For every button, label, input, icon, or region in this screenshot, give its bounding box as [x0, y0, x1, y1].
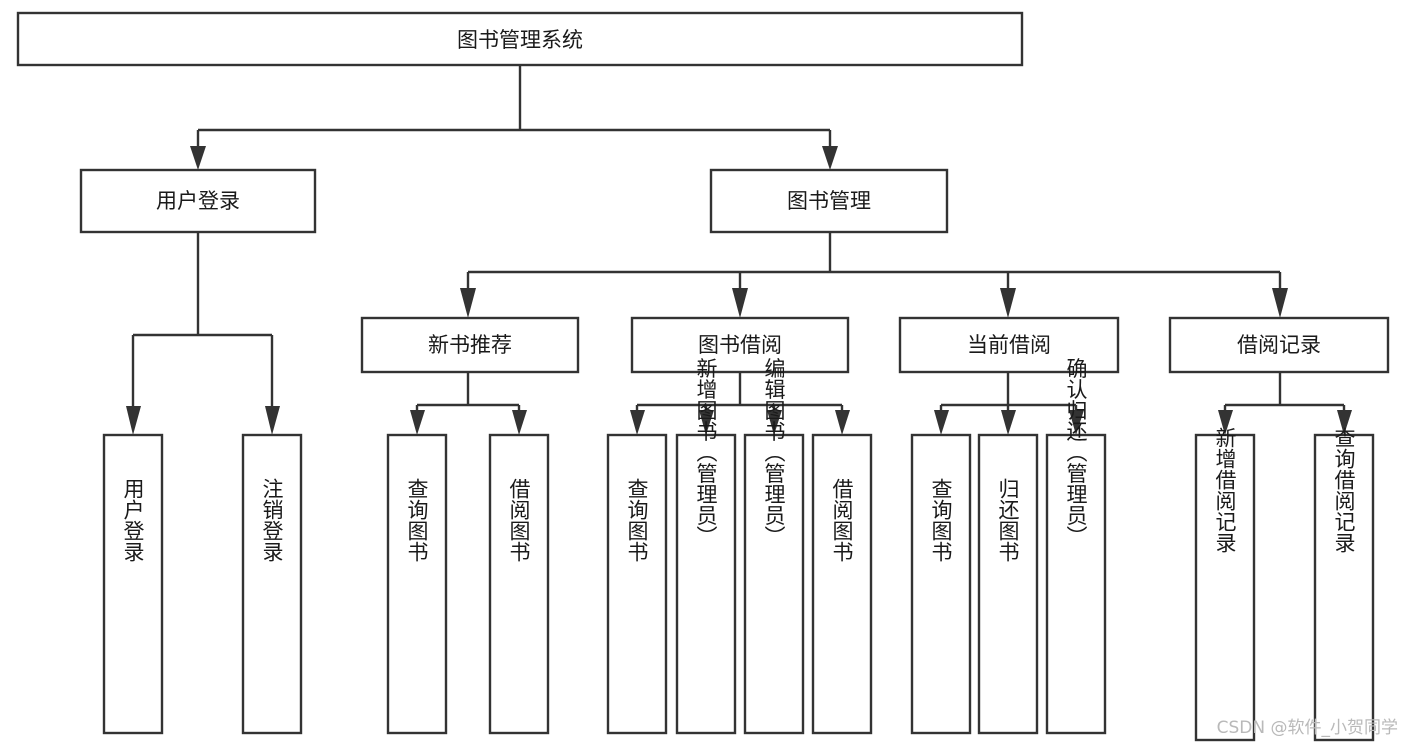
leaf-book-borrow-0[interactable]: 查询图书 [606, 433, 668, 735]
arrow-head-icon [835, 410, 850, 435]
arrow-head-icon [512, 410, 527, 435]
node-box[interactable] [1045, 433, 1107, 735]
node-box[interactable] [743, 433, 805, 735]
leaf-current-borrow-1[interactable]: 归还图书 [977, 433, 1039, 735]
node-box[interactable] [1194, 433, 1256, 742]
connector-current-borrow-to-leaves [934, 372, 1084, 435]
node-label: 用户登录 [121, 478, 145, 562]
node-label: 当前借阅 [967, 333, 1051, 357]
node-box[interactable] [102, 433, 164, 735]
arrow-head-icon [1000, 288, 1016, 318]
arrow-head-icon [630, 410, 645, 435]
node-box[interactable] [606, 433, 668, 735]
node-box[interactable] [811, 433, 873, 735]
node-box[interactable] [1313, 433, 1375, 742]
node-label: 借阅图书 [507, 478, 531, 562]
node-book-borrow[interactable]: 图书借阅 [630, 316, 850, 374]
arrow-head-icon [1337, 410, 1352, 435]
arrow-head-icon [732, 288, 748, 318]
arrow-head-icon [460, 288, 476, 318]
node-new-book-recommend[interactable]: 新书推荐 [360, 316, 580, 374]
node-label: 图书管理系统 [457, 28, 583, 52]
node-box[interactable] [709, 168, 949, 234]
leaf-user-login-0[interactable]: 用户登录 [102, 433, 164, 735]
leaf-book-borrow-1[interactable]: 新增图书（管理员） [675, 358, 737, 735]
node-box[interactable] [898, 316, 1120, 374]
node-box[interactable] [675, 433, 737, 735]
leaf-borrow-records-1[interactable]: 查询借阅记录 [1313, 427, 1375, 742]
connector-book-mgmt-to-level3 [460, 232, 1288, 318]
leaf-new-book-0[interactable]: 查询图书 [386, 433, 448, 735]
node-borrow-records[interactable]: 借阅记录 [1168, 316, 1390, 374]
node-box[interactable] [16, 11, 1024, 67]
node-box[interactable] [488, 433, 550, 735]
node-label: 用户登录 [156, 189, 240, 213]
arrow-head-icon [699, 410, 714, 435]
node-current-borrow[interactable]: 当前借阅 [898, 316, 1120, 374]
arrow-head-icon [934, 410, 949, 435]
arrow-head-icon [822, 146, 838, 170]
connector-borrow-records-to-leaves [1218, 372, 1352, 435]
node-label: 新增借阅记录 [1213, 427, 1237, 553]
arrow-head-icon [1218, 410, 1233, 435]
node-box[interactable] [1168, 316, 1390, 374]
leaf-current-borrow-0[interactable]: 查询图书 [910, 433, 972, 735]
node-label: 图书借阅 [698, 333, 782, 357]
node-box[interactable] [79, 168, 317, 234]
arrow-head-icon [410, 410, 425, 435]
leaf-user-login-1[interactable]: 注销登录 [241, 433, 303, 735]
node-label: 编辑图书（管理员） [762, 358, 786, 547]
node-label: 归还图书 [996, 478, 1020, 562]
arrow-head-icon [265, 406, 280, 435]
node-book-management[interactable]: 图书管理 [709, 168, 949, 234]
arrow-head-icon [767, 410, 782, 435]
connector-book-borrow-to-leaves [630, 372, 850, 435]
node-box[interactable] [386, 433, 448, 735]
leaf-borrow-records-0[interactable]: 新增借阅记录 [1194, 427, 1256, 742]
connector-user-login-to-leaves [126, 232, 280, 435]
connector-new-book-to-leaves [410, 372, 527, 435]
node-box[interactable] [630, 316, 850, 374]
node-label: 查询图书 [625, 478, 649, 562]
node-box[interactable] [977, 433, 1039, 735]
node-label: 借阅记录 [1237, 333, 1321, 357]
node-root-system[interactable]: 图书管理系统 [16, 11, 1024, 67]
node-box[interactable] [360, 316, 580, 374]
node-box[interactable] [241, 433, 303, 735]
node-label: 新书推荐 [428, 333, 512, 357]
node-label: 借阅图书 [830, 478, 854, 562]
node-label: 图书管理 [787, 189, 871, 213]
arrow-head-icon [1069, 410, 1084, 435]
connector-root-to-level2 [190, 65, 838, 170]
csdn-watermark: CSDN @软件_小贺同学 [1217, 718, 1398, 738]
arrow-head-icon [126, 406, 141, 435]
leaf-book-borrow-2[interactable]: 编辑图书（管理员） [743, 358, 805, 735]
arrow-head-icon [190, 146, 206, 170]
leaf-new-book-1[interactable]: 借阅图书 [488, 433, 550, 735]
node-box[interactable] [910, 433, 972, 735]
node-label: 确认归还（管理员） [1064, 358, 1088, 547]
node-label: 查询图书 [405, 478, 429, 562]
leaf-book-borrow-3[interactable]: 借阅图书 [811, 433, 873, 735]
node-label: 查询借阅记录 [1332, 427, 1356, 553]
node-label: 查询图书 [929, 478, 953, 562]
arrow-head-icon [1272, 288, 1288, 318]
leaf-current-borrow-2[interactable]: 确认归还（管理员） [1045, 358, 1107, 735]
node-label: 注销登录 [260, 478, 284, 562]
arrow-head-icon [1001, 410, 1016, 435]
node-label: 新增图书（管理员） [694, 358, 718, 547]
node-user-login[interactable]: 用户登录 [79, 168, 317, 234]
